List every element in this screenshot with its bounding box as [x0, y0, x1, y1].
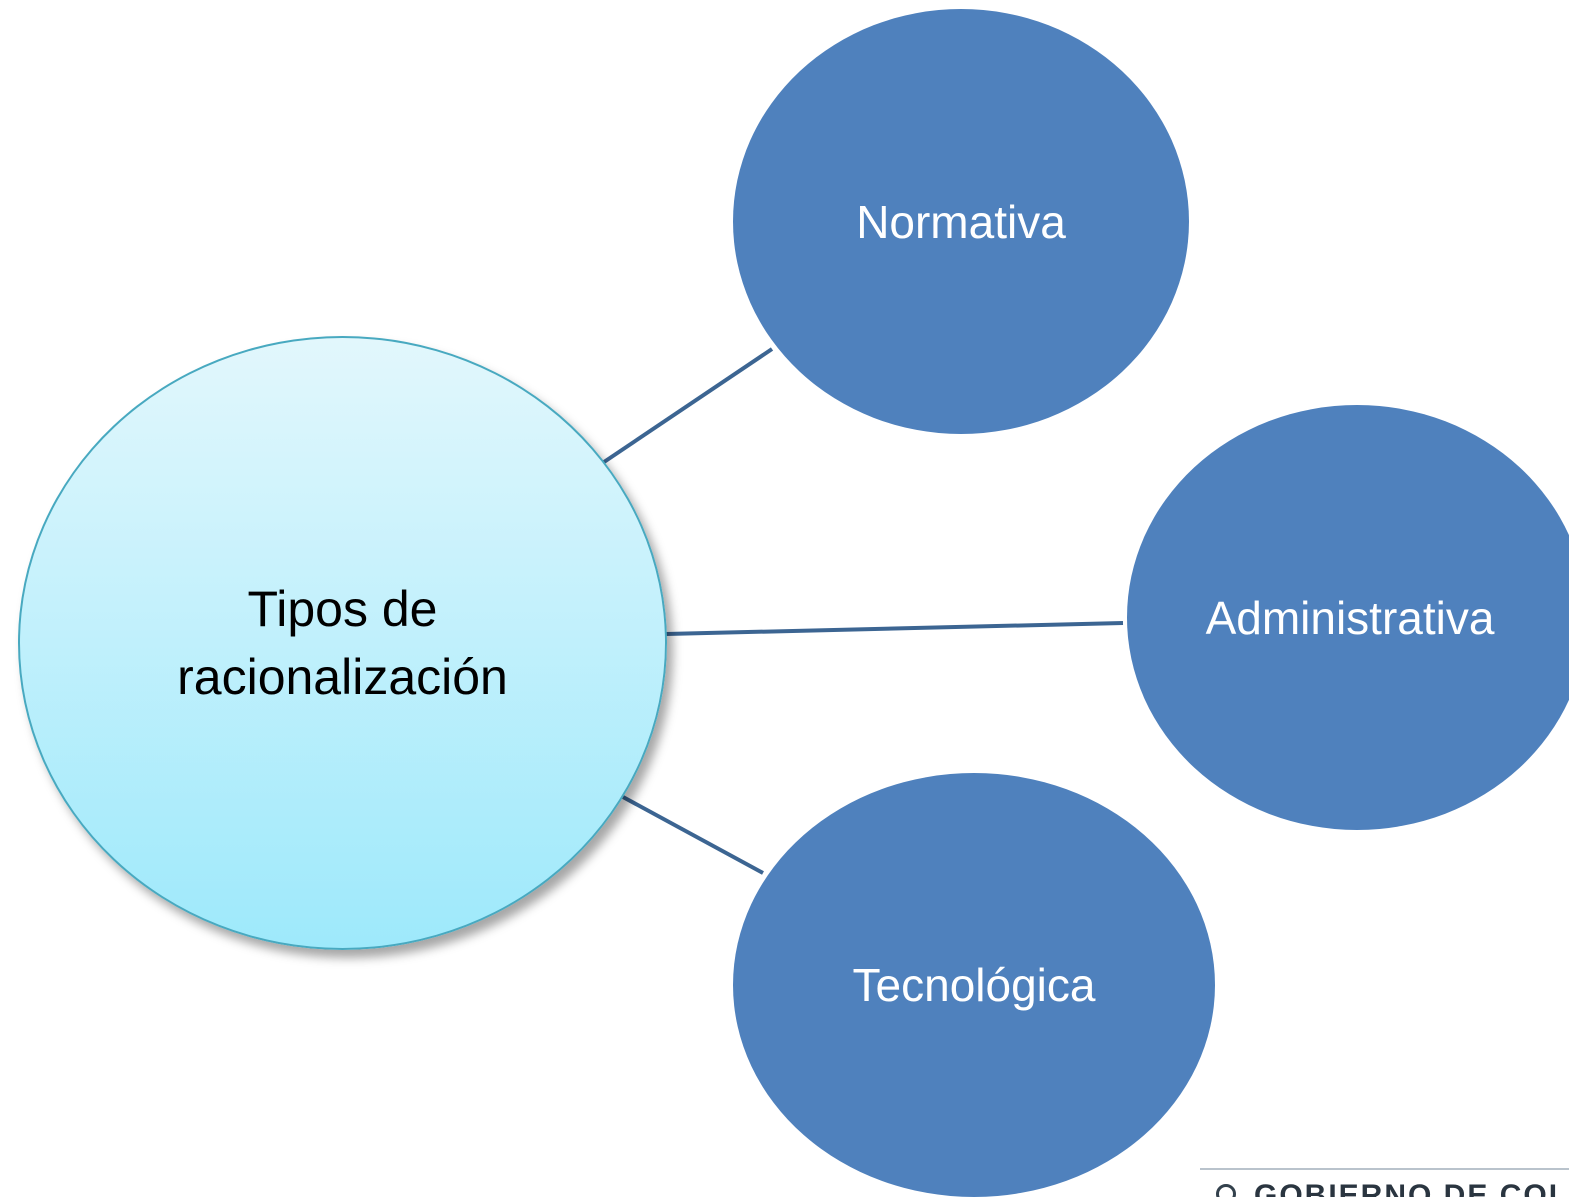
node-administrativa: Administrativa — [1127, 405, 1569, 830]
node-tecnologica: Tecnológica — [733, 773, 1215, 1197]
node-administrativa-label: Administrativa — [1205, 591, 1495, 644]
node-normativa-label: Normativa — [856, 195, 1066, 248]
center-node: Tipos de racionalización — [18, 336, 667, 950]
node-tecnologica-label: Tecnológica — [852, 959, 1096, 1011]
center-label-line1: Tipos de — [247, 581, 438, 637]
colombia-seal-icon — [1216, 1184, 1236, 1197]
node-normativa: Normativa — [733, 9, 1189, 434]
connector-tecnologica — [622, 795, 764, 875]
center-label-line2: racionalización — [177, 649, 508, 705]
footer-brand-text: GOBIERNO DE COLOMBIA — [1254, 1179, 1569, 1197]
connector-normativa — [602, 347, 774, 464]
connector-administrativa — [665, 621, 1124, 636]
footer-divider — [1200, 1168, 1569, 1170]
center-node-label: Tipos de racionalización — [133, 575, 553, 711]
